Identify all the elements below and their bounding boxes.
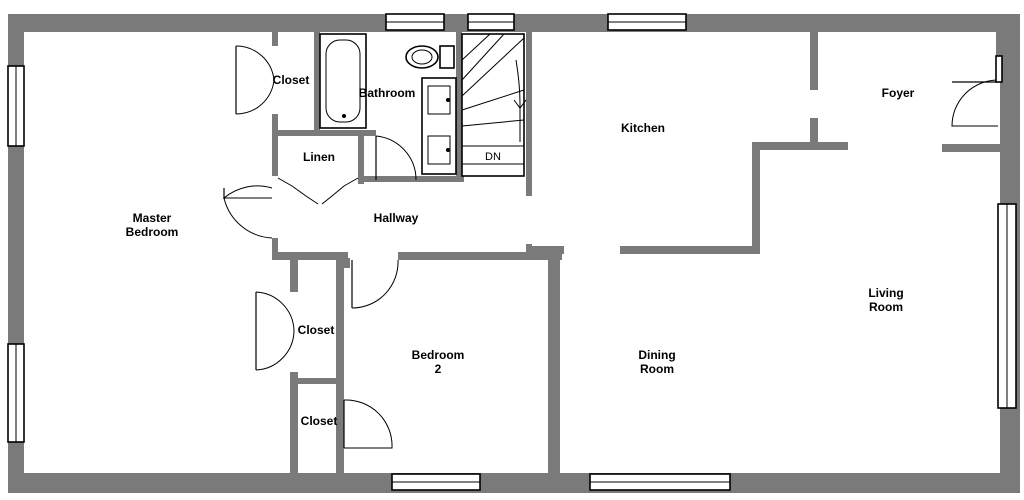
room-label-bedroom-2: Bedroom 2 [412, 348, 465, 376]
room-label-linen: Linen [303, 150, 335, 164]
room-label-hallway: Hallway [373, 211, 419, 225]
room-label-line: Room [639, 362, 674, 376]
room-label-dining-room: Dining Room [638, 348, 675, 376]
room-label-living-room: Living Room [868, 286, 903, 314]
room-label-line: Living [868, 286, 904, 300]
room-label-closet-lower: Closet [300, 414, 338, 428]
toilet [405, 45, 455, 69]
windows [7, 13, 1017, 491]
room-label-line: Master [132, 211, 172, 225]
open-passages [464, 90, 942, 252]
room-label-foyer: Foyer [881, 86, 915, 100]
vanity [421, 77, 457, 175]
room-label-closet-master: Closet [272, 73, 310, 87]
room-label-line: Room [869, 300, 903, 314]
room-label-line: Bedroom [125, 225, 179, 239]
doors [222, 45, 1003, 449]
staircase [461, 33, 527, 177]
room-label-bathroom: Bathroom [358, 86, 416, 100]
room-label-line: Dining [638, 348, 676, 362]
room-label-closet-middle: Closet [297, 323, 335, 337]
bathtub [319, 33, 367, 129]
interior-walls [272, 32, 1000, 473]
stair-direction-label: DN [485, 151, 501, 163]
room-label-master-bedroom: Master Bedroom [126, 211, 179, 239]
room-label-kitchen: Kitchen [620, 121, 666, 135]
room-label-line: 2 [434, 362, 442, 376]
room-label-line: Bedroom [411, 348, 465, 362]
